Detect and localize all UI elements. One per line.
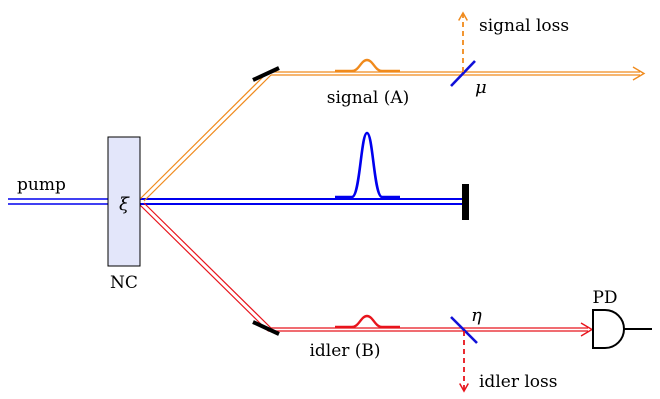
crystal-symbol: ξ	[119, 194, 130, 215]
beam-dump	[462, 184, 469, 220]
idler-loss-label: idler loss	[479, 372, 557, 392]
signal-mirror	[252, 66, 280, 82]
photodetector-label: PD	[592, 288, 617, 308]
eta-label: η	[471, 305, 482, 326]
pump-label: pump	[17, 175, 66, 195]
signal-loss-label: signal loss	[479, 16, 569, 36]
residual-pump-beam	[140, 198, 462, 205]
pump-beam	[8, 198, 110, 205]
signal-beamsplitter	[450, 60, 476, 87]
idler-beamsplitter	[450, 316, 478, 344]
pump-pulse	[335, 131, 400, 199]
signal-beam	[139, 66, 646, 202]
idler-mirror	[252, 320, 280, 336]
mu-label: μ	[475, 77, 487, 98]
idler-pulse	[335, 314, 400, 329]
idler-label: idler (B)	[309, 341, 380, 361]
signal-pulse	[335, 58, 400, 73]
photodetector	[592, 309, 652, 349]
nonlinear-crystal	[107, 136, 141, 267]
crystal-label: NC	[110, 273, 138, 293]
signal-label: signal (A)	[327, 88, 410, 108]
